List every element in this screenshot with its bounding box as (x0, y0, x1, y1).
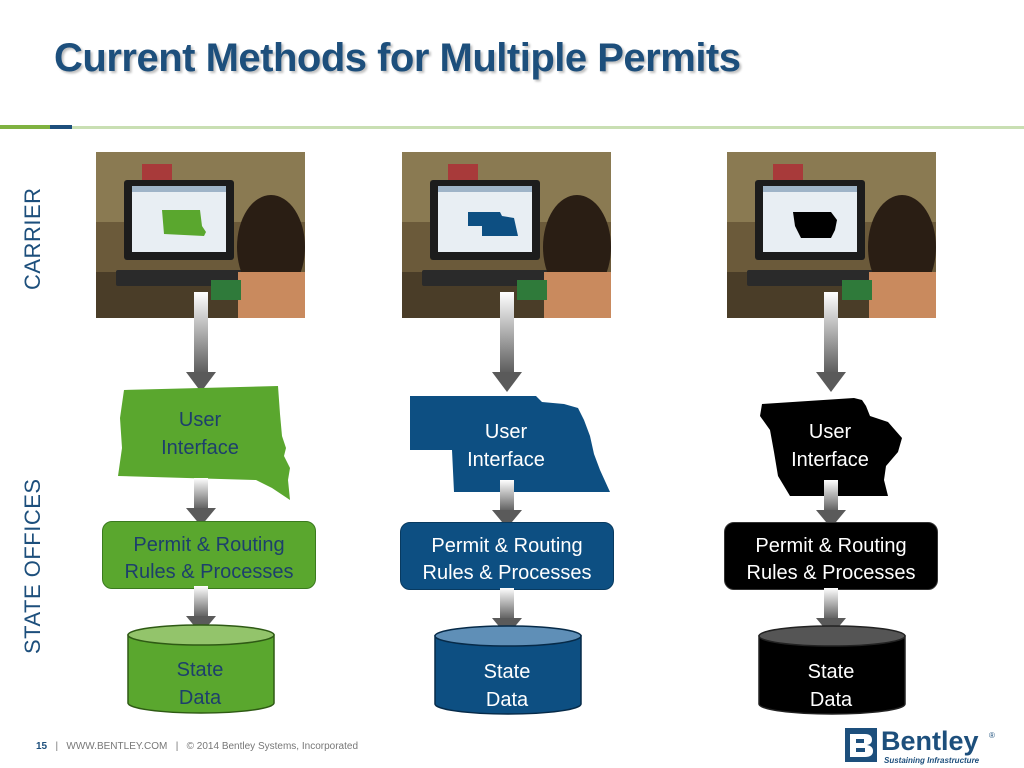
ui-label-line1-1: User (178, 409, 222, 431)
ui-label-line2-2: Interface (467, 449, 545, 471)
arrow-ui-to-rules-1 (186, 478, 216, 533)
ui-label-line1-3: User (808, 421, 852, 443)
footer: 15 | WWW.BENTLEY.COM | © 2014 Bentley Sy… (36, 741, 358, 752)
rules-label-line2-2: Rules & Processes (422, 562, 592, 584)
monitor-state-shape (162, 210, 206, 236)
arrow-photo-to-ui-3 (816, 292, 846, 397)
state-data-cylinder-3 (757, 624, 907, 721)
bentley-logo-icon (845, 728, 877, 767)
arrow-photo-to-ui-1 (186, 292, 216, 397)
arrow-photo-to-ui-2 (492, 292, 522, 397)
rules-box-3: Permit & Routing Rules & Processes (724, 522, 938, 590)
rules-label-line1-2: Permit & Routing (431, 535, 583, 557)
monitor-state-shape (468, 212, 518, 236)
rules-label-line1-1: Permit & Routing (133, 534, 285, 556)
state-offices-label: STATE OFFICES (20, 478, 45, 654)
rules-box-1: Permit & Routing Rules & Processes (102, 521, 316, 589)
rules-label-line1-3: Permit & Routing (755, 535, 907, 557)
ui-label-line2-3: Interface (791, 449, 869, 471)
title-rule-accent-blue (50, 125, 72, 129)
footer-copyright: © 2014 Bentley Systems, Incorporated (186, 741, 359, 752)
state-data-cylinder-1 (126, 623, 276, 720)
data-label-line1-3: State (807, 661, 855, 683)
ui-state-shape-2 (408, 394, 612, 501)
ui-state-shape-1 (116, 384, 294, 507)
data-label-line1-2: State (483, 661, 531, 683)
arrow-ui-to-rules-3 (816, 480, 846, 535)
slide-title: Current Methods for Multiple Permits (54, 36, 741, 80)
ui-label-line2-1: Interface (161, 437, 239, 459)
carrier-photo-1 (96, 152, 305, 318)
data-label-line2-2: Data (485, 689, 529, 711)
ui-label-line1-2: User (484, 421, 528, 443)
bentley-logo-text: Bentley (881, 726, 979, 756)
bentley-logo-tagline: Sustaining Infrastructure (884, 756, 980, 765)
rules-box-2: Permit & Routing Rules & Processes (400, 522, 614, 590)
arrow-ui-to-rules-2 (492, 480, 522, 535)
data-label-line2-3: Data (809, 689, 853, 711)
title-rule (72, 126, 1024, 129)
title-rule-accent-green (0, 125, 50, 129)
rules-label-line2-1: Rules & Processes (124, 561, 294, 583)
rules-label-line2-3: Rules & Processes (746, 562, 916, 584)
footer-separator: | (55, 741, 59, 752)
monitor-state-shape (793, 212, 837, 238)
page-number: 15 (36, 741, 48, 752)
ui-state-shape-3 (758, 394, 904, 505)
footer-separator: | (175, 741, 179, 752)
footer-website: WWW.BENTLEY.COM (66, 741, 168, 752)
data-label-line1-1: State (176, 659, 224, 681)
data-label-line2-1: Data (178, 687, 222, 709)
bentley-logo-registered: ® (989, 731, 995, 740)
carrier-label: CARRIER (20, 187, 45, 290)
state-data-cylinder-2 (433, 624, 583, 721)
